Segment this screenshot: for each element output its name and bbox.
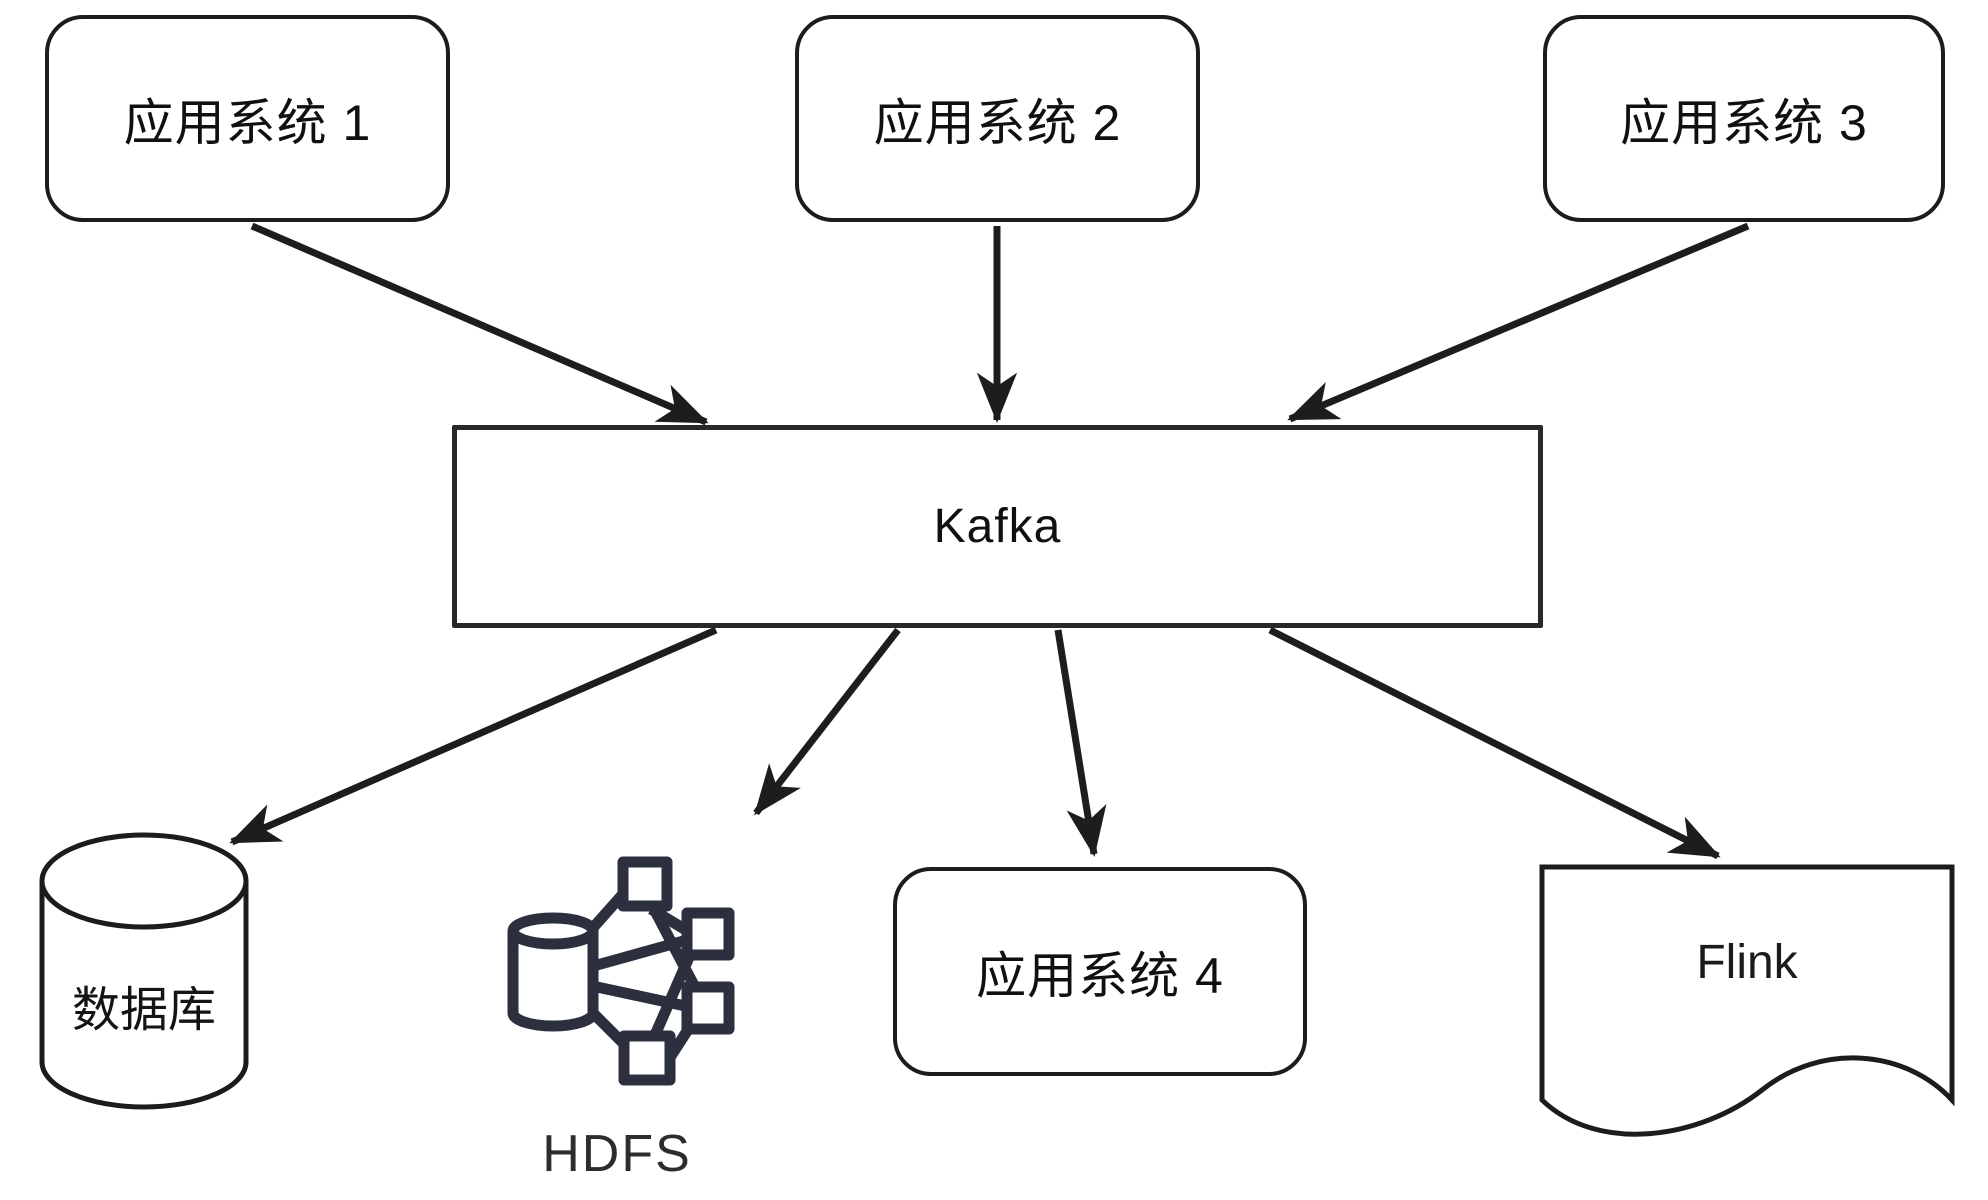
node-kafka: Kafka (452, 425, 1543, 628)
arrow-kafka-to-database (229, 626, 718, 846)
node-app-system-2-label: 应用系统 2 (873, 94, 1122, 151)
node-app-system-1-label: 应用系统 1 (123, 94, 372, 151)
node-app-system-2: 应用系统 2 (795, 15, 1200, 222)
arrow-kafka-to-hdfs (753, 627, 901, 816)
arrow-kafka-to-flink (1268, 626, 1721, 860)
flink-document-shape (1539, 864, 1955, 1137)
node-app-system-4-label: 应用系统 4 (976, 947, 1224, 1004)
node-app-system-4: 应用系统 4 (893, 867, 1307, 1076)
node-app-system-3-label: 应用系统 3 (1620, 94, 1868, 151)
database-cylinder-shape (39, 832, 249, 1110)
node-app-system-1: 应用系统 1 (45, 15, 450, 222)
arrow-app1-to-kafka (250, 222, 709, 426)
node-kafka-label: Kafka (933, 500, 1062, 553)
node-database-label: 数据库 (71, 984, 216, 1037)
arrow-app3-to-kafka (1287, 222, 1750, 423)
arrow-kafka-to-app4 (1054, 629, 1107, 857)
node-flink-label: Flink (1696, 935, 1798, 989)
hdfs-icon (507, 856, 735, 1086)
node-app-system-3: 应用系统 3 (1543, 15, 1945, 222)
node-hdfs-label: HDFS (542, 1125, 692, 1183)
